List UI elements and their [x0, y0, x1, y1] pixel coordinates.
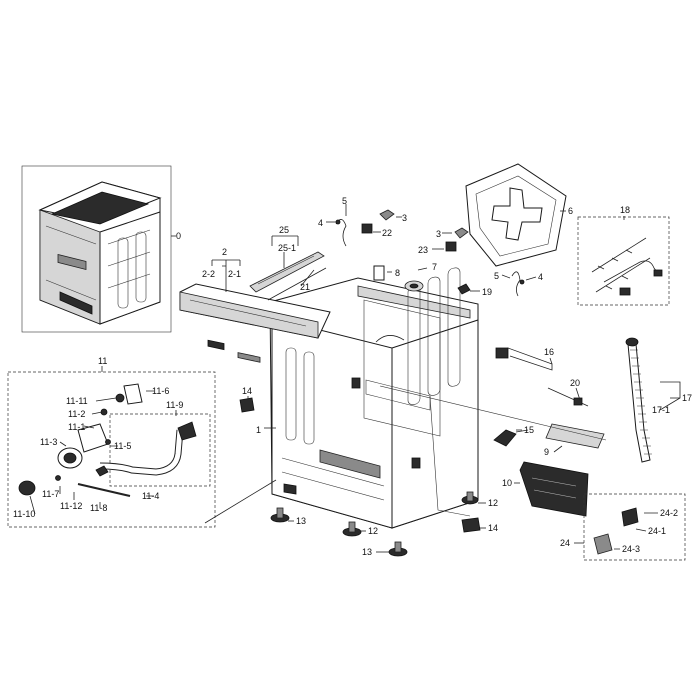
label-part-11-1: 11-1 [68, 422, 85, 432]
label-part-11-3: 11-3 [40, 437, 57, 447]
label-part-21: 21 [300, 282, 310, 292]
top-rail [249, 251, 327, 301]
label-part-17-1: 17-1 [652, 405, 670, 415]
label-part-11-2: 11-2 [68, 409, 85, 419]
label-part-20: 20 [570, 378, 580, 388]
label-part-24-3: 24-3 [622, 544, 640, 554]
label-part-18: 18 [620, 205, 630, 215]
label-part-0: 0 [176, 231, 181, 241]
drain-hose [625, 337, 681, 463]
label-part-2: 2 [222, 247, 227, 257]
main-cabinet-frame [269, 267, 479, 529]
label-part-12-right: 12 [488, 498, 498, 508]
label-part-4-left: 4 [318, 218, 323, 228]
label-part-4-right: 4 [538, 272, 543, 282]
label-part-11-4: 11-4 [142, 491, 159, 501]
label-part-5-right: 5 [494, 271, 499, 281]
label-part-11-8: 11-8 [90, 503, 107, 513]
label-part-15: 15 [524, 425, 534, 435]
label-part-23: 23 [418, 245, 428, 255]
thermostat-kit [583, 493, 686, 561]
label-part-13-left: 13 [296, 516, 306, 526]
label-part-19: 19 [482, 287, 492, 297]
water-valve-assembly [7, 371, 216, 528]
label-part-24-2: 24-2 [660, 508, 678, 518]
assembled-cabinet-inset [21, 165, 176, 333]
label-part-1: 1 [256, 425, 261, 435]
label-part-11-5: 11-5 [114, 441, 131, 451]
label-part-24: 24 [560, 538, 570, 548]
label-part-13-bottom: 13 [362, 547, 372, 557]
label-part-7: 7 [432, 262, 437, 272]
callout-labels: 0 1 2 2-1 2-2 3 3 4 4 5 5 6 7 8 9 10 11 … [13, 196, 692, 557]
label-part-11-10: 11-10 [13, 509, 35, 519]
wire-harness [577, 216, 670, 306]
label-part-6: 6 [568, 206, 573, 216]
label-part-14-right: 14 [488, 523, 498, 533]
label-part-25: 25 [279, 225, 289, 235]
label-part-11: 11 [98, 356, 107, 366]
label-part-5-top: 5 [342, 196, 347, 206]
label-part-25-1: 25-1 [278, 243, 296, 253]
label-part-3-left: 3 [436, 229, 441, 239]
control-panel-frame [179, 283, 331, 363]
label-part-22: 22 [382, 228, 392, 238]
small-top-parts [335, 209, 525, 297]
detergent-drawer [519, 423, 605, 517]
label-part-2-2: 2-2 [202, 269, 215, 279]
sensors [493, 347, 589, 447]
leader-lines [29, 204, 680, 553]
label-part-16: 16 [544, 347, 554, 357]
label-part-11-7: 11-7 [42, 489, 59, 499]
label-part-10: 10 [502, 478, 512, 488]
label-part-3-right: 3 [402, 213, 407, 223]
label-part-2-1: 2-1 [228, 269, 241, 279]
label-part-14-left: 14 [242, 386, 252, 396]
label-part-17: 17 [682, 393, 692, 403]
label-part-11-6: 11-6 [152, 386, 169, 396]
label-part-8: 8 [395, 268, 400, 278]
leveling-feet [239, 397, 481, 557]
label-part-12-center: 12 [368, 526, 378, 536]
label-part-24-1: 24-1 [648, 526, 666, 536]
label-part-11-9: 11-9 [166, 400, 183, 410]
lid-frame [465, 163, 567, 267]
label-part-9: 9 [544, 447, 549, 457]
label-part-11-11: 11-11 [66, 396, 88, 406]
label-part-11-12: 11-12 [60, 501, 82, 511]
